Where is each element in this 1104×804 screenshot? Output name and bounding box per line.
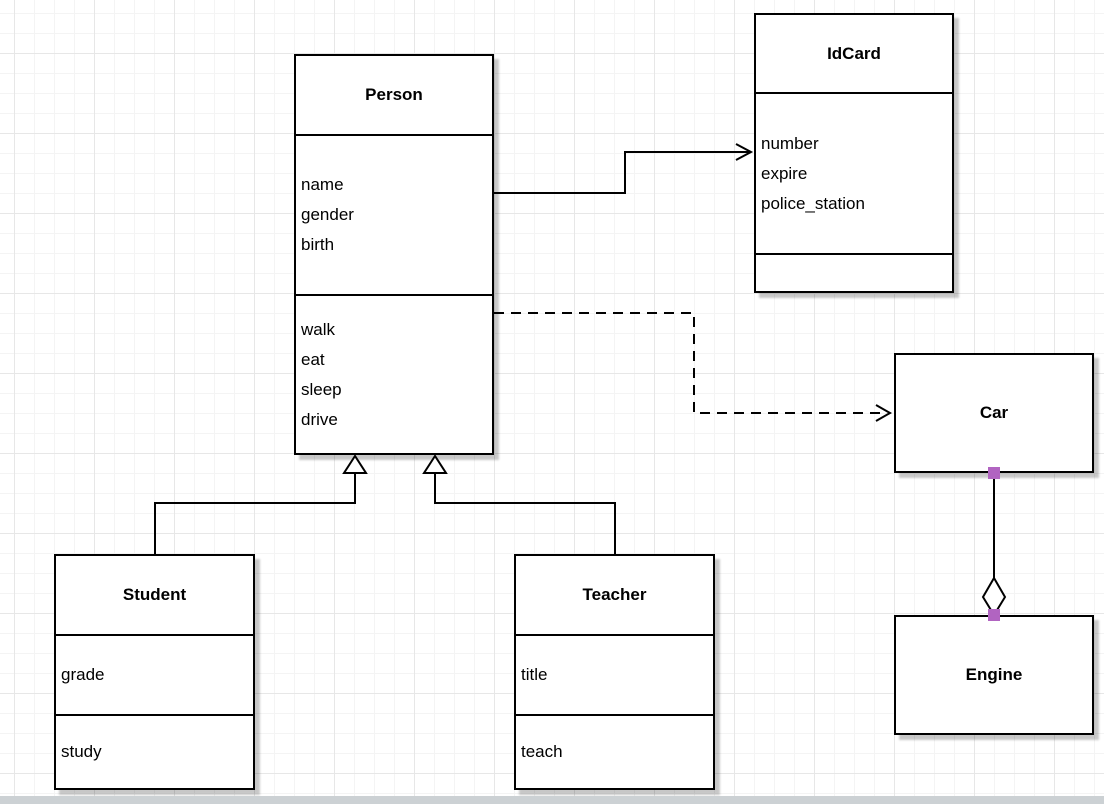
class-student-methods: study — [56, 714, 253, 788]
generalization-line[interactable] — [154, 474, 356, 554]
class-student-title: Student — [122, 585, 187, 604]
method: eat — [301, 349, 325, 369]
class-person-methods: walk eat sleep drive — [296, 294, 492, 453]
attribute: expire — [761, 163, 808, 183]
class-car-title: Car — [979, 403, 1009, 422]
hollow-triangle-icon — [342, 454, 368, 474]
class-idcard-attributes: number expire police_station — [756, 92, 952, 253]
hollow-triangle-icon — [422, 454, 448, 474]
horizontal-scrollbar-track[interactable] — [0, 796, 1104, 804]
class-student[interactable]: Student grade study — [54, 554, 255, 790]
class-idcard[interactable]: IdCard number expire police_station — [754, 13, 954, 293]
attribute: title — [521, 665, 548, 684]
open-arrowhead-icon — [735, 143, 754, 161]
class-car[interactable]: Car — [894, 353, 1094, 473]
attribute: birth — [301, 235, 335, 254]
attribute: gender — [301, 205, 354, 224]
class-teacher-title: Teacher — [582, 585, 647, 604]
open-arrowhead-icon — [875, 404, 893, 422]
class-teacher[interactable]: Teacher title teach — [514, 554, 715, 790]
class-idcard-methods — [756, 253, 952, 291]
class-idcard-title: IdCard — [827, 43, 881, 63]
method: drive — [301, 409, 338, 429]
method: sleep — [301, 379, 342, 399]
class-teacher-methods: teach — [516, 714, 713, 788]
generalization-line[interactable] — [434, 474, 616, 554]
class-engine-title: Engine — [965, 665, 1023, 684]
edge-person-car-dependency[interactable] — [494, 312, 893, 422]
class-person-attributes: name gender birth — [296, 134, 492, 294]
connection-endpoint-handle[interactable] — [988, 609, 1000, 621]
class-person-title: Person — [365, 85, 423, 104]
attribute: number — [761, 133, 819, 153]
edge-teacher-person-generalization[interactable] — [422, 454, 616, 554]
attribute: police_station — [761, 193, 865, 213]
dependency-line[interactable] — [494, 312, 886, 414]
class-teacher-attributes: title — [516, 634, 713, 714]
class-engine[interactable]: Engine — [894, 615, 1094, 735]
edge-car-engine-aggregation[interactable] — [981, 467, 1007, 621]
edge-student-person-generalization[interactable] — [154, 454, 368, 554]
attribute: name — [301, 175, 344, 194]
connection-endpoint-handle[interactable] — [988, 467, 1000, 479]
method: study — [61, 742, 102, 761]
class-person[interactable]: Person name gender birth walk eat sleep … — [294, 54, 494, 455]
method: walk — [301, 319, 336, 339]
edge-person-idcard-association[interactable] — [494, 143, 754, 194]
association-line[interactable] — [494, 151, 750, 194]
class-student-attributes: grade — [56, 634, 253, 714]
method: teach — [521, 742, 563, 761]
attribute: grade — [61, 665, 105, 684]
